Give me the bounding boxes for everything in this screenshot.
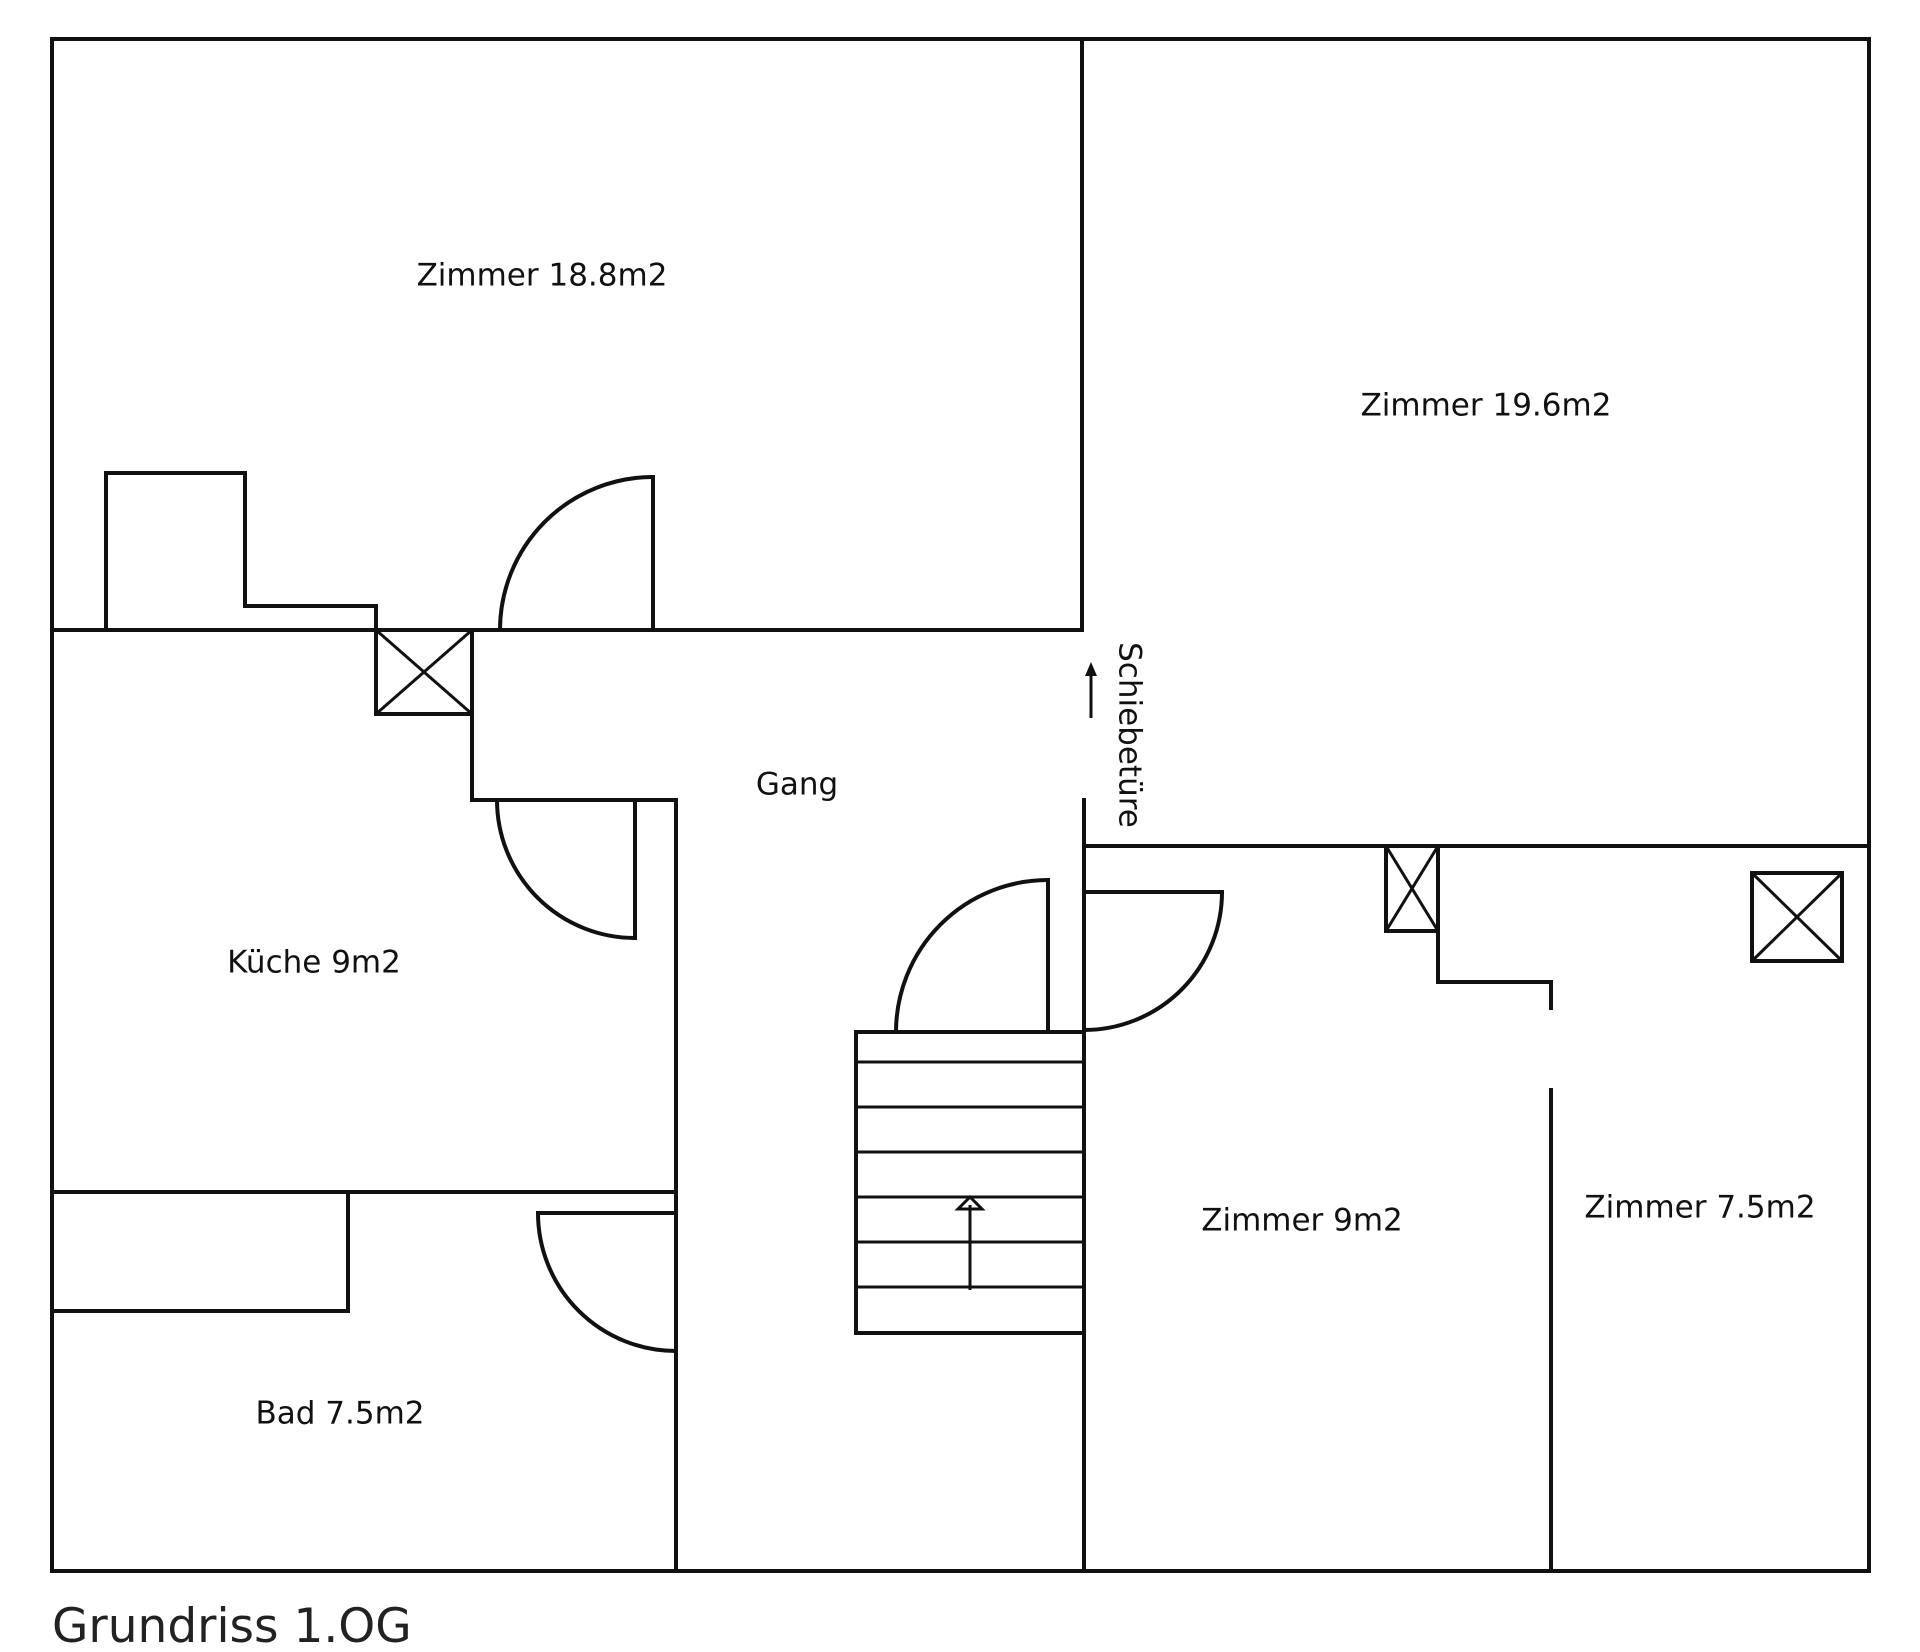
chimney-outline (104, 471, 378, 632)
wall-kueche-gang (470, 712, 678, 1194)
door-zimmer-c (1081, 889, 1225, 1033)
outer-wall (50, 37, 1871, 1573)
shaft-box-right (1750, 871, 1844, 963)
wall-zimmer-c-d-step (1436, 929, 1553, 1010)
door-zimmer-a (497, 474, 656, 633)
room-label-bad: Bad 7.5m2 (255, 1396, 424, 1432)
room-label-zimmer-9: Zimmer 9m2 (1201, 1203, 1403, 1239)
bad-fixture (50, 1190, 350, 1313)
room-label-zimmer-19-6: Zimmer 19.6m2 (1361, 388, 1612, 424)
room-label-zimmer-7-5: Zimmer 7.5m2 (1584, 1190, 1815, 1226)
door-stairs (893, 877, 1051, 1035)
shaft-box-middle (1384, 844, 1440, 933)
door-bad (535, 1210, 679, 1354)
sliding-door-label: Schiebetüre (1112, 642, 1148, 828)
room-label-gang: Gang (756, 767, 838, 803)
room-label-zimmer-18-8: Zimmer 18.8m2 (417, 258, 668, 294)
shaft-box-left (374, 628, 474, 716)
door-kueche (494, 797, 638, 941)
sliding-door-arrow (1085, 662, 1097, 718)
room-label-kueche: Küche 9m2 (227, 945, 401, 981)
plan-title: Grundriss 1.OG (52, 1599, 412, 1652)
staircase (854, 1030, 1086, 1335)
